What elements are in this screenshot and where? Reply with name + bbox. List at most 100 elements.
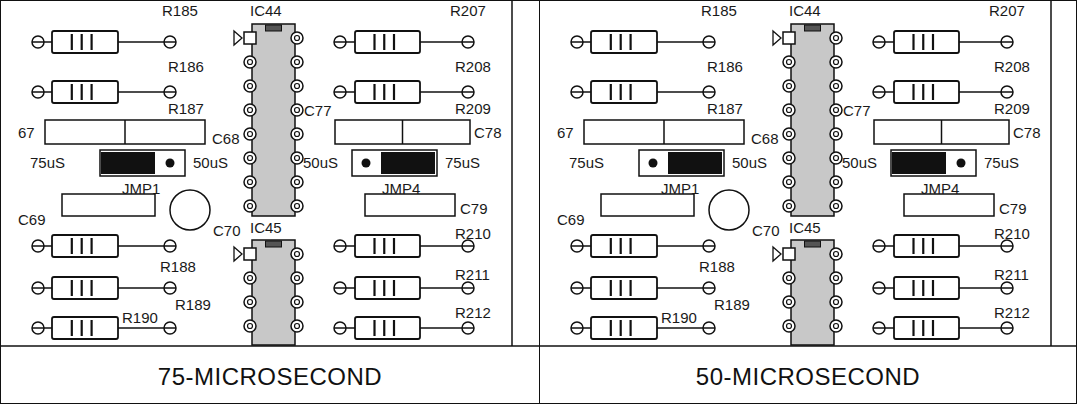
pin1-pad xyxy=(244,32,256,44)
ic-pin xyxy=(248,84,253,89)
capacitor-outline xyxy=(601,194,694,216)
ic-pin xyxy=(295,180,300,185)
resistor-band xyxy=(932,280,934,296)
ic-pin xyxy=(244,152,256,164)
ic-pin xyxy=(248,204,253,209)
resistor-label: R207 xyxy=(450,2,486,19)
jumper-label: JMP1 xyxy=(661,180,699,197)
resistor-band xyxy=(71,280,73,296)
resistor-band xyxy=(629,280,631,296)
solder-pad xyxy=(703,91,715,93)
solder-pad xyxy=(164,327,176,329)
ic-pin xyxy=(248,132,253,137)
solder-pad xyxy=(334,245,346,247)
ic-pin xyxy=(248,180,253,185)
capacitor-label: C78 xyxy=(474,124,502,141)
solder-pad xyxy=(703,240,715,252)
resistor-symbol xyxy=(355,235,420,257)
resistor-band xyxy=(610,280,612,296)
solder-pad xyxy=(164,240,176,252)
solder-pad xyxy=(873,41,885,43)
solder-pad xyxy=(571,282,583,294)
panel-caption: 50-MICROSECOND xyxy=(540,363,1076,391)
resistor-band xyxy=(629,320,631,336)
solder-pad xyxy=(164,245,176,247)
solder-pad xyxy=(462,245,474,247)
jumper-label: JMP1 xyxy=(122,180,160,197)
ic-pin xyxy=(295,132,300,137)
solder-pad xyxy=(334,240,346,252)
resistor-band xyxy=(81,34,83,50)
ic-pin xyxy=(291,32,303,44)
resistor-band xyxy=(373,238,375,254)
resistor-band xyxy=(610,34,612,50)
resistor-label: R212 xyxy=(455,304,491,321)
solder-pad xyxy=(703,36,715,48)
ic-pin xyxy=(291,104,303,116)
ic-body xyxy=(791,240,834,345)
ic-pin xyxy=(244,296,256,308)
ic-pin xyxy=(787,60,792,65)
jumper-label: JMP4 xyxy=(382,180,420,197)
ic-pin xyxy=(291,80,303,92)
capacitor-outline xyxy=(62,194,155,216)
resistor-band xyxy=(81,320,83,336)
resistor-band xyxy=(81,238,83,254)
resistor-label: R186 xyxy=(168,58,204,75)
ic-label: IC44 xyxy=(789,2,821,19)
capacitor-label: C79 xyxy=(460,200,488,217)
jumper-shunt xyxy=(892,152,946,174)
solder-pad xyxy=(1001,327,1013,329)
solder-pad xyxy=(1001,245,1013,247)
capacitor-label: 67 xyxy=(557,124,574,141)
ic-pin xyxy=(787,204,792,209)
solder-pad xyxy=(32,327,44,329)
ic-pin xyxy=(830,248,842,260)
capacitor-outline xyxy=(941,120,943,144)
resistor-label: R210 xyxy=(455,225,491,242)
resistor-symbol xyxy=(591,235,657,257)
board-edge xyxy=(511,0,513,346)
capacitor-outline xyxy=(335,120,470,144)
resistor-band xyxy=(90,280,92,296)
ic-pin xyxy=(295,324,300,329)
solder-pad xyxy=(334,41,346,43)
solder-pad xyxy=(164,36,176,48)
capacitor-label: C69 xyxy=(18,211,46,228)
resistor-band xyxy=(393,320,395,336)
resistor-band xyxy=(912,84,914,100)
capacitor-outline xyxy=(365,194,455,216)
jumper-pin xyxy=(957,159,966,168)
jumper-option: 75uS xyxy=(445,154,480,171)
solder-pad xyxy=(571,327,583,329)
ic-pin xyxy=(244,176,256,188)
solder-pad xyxy=(334,287,346,289)
resistor-label: R185 xyxy=(162,2,198,19)
solder-pad xyxy=(571,91,583,93)
ic-pin xyxy=(834,252,839,257)
resistor-label: R190 xyxy=(122,309,158,326)
solder-pad xyxy=(873,240,885,252)
ic-pin xyxy=(248,60,253,65)
resistor-band xyxy=(373,34,375,50)
resistor-label: R188 xyxy=(699,258,735,275)
jumper-label: JMP4 xyxy=(921,180,959,197)
solder-pad xyxy=(32,245,44,247)
ic-pin xyxy=(295,36,300,41)
jumper-option: 75uS xyxy=(984,154,1019,171)
ic-pin xyxy=(787,156,792,161)
solder-pad xyxy=(873,245,885,247)
jumper-option: 75uS xyxy=(30,154,65,171)
resistor-band xyxy=(932,238,934,254)
ic-pin xyxy=(830,176,842,188)
resistor-label: R189 xyxy=(714,296,750,313)
resistor-label: R212 xyxy=(994,304,1030,321)
ic-pin xyxy=(248,324,253,329)
solder-pad xyxy=(334,322,346,334)
ic-pin xyxy=(291,56,303,68)
resistor-label: R207 xyxy=(989,2,1025,19)
resistor-band xyxy=(90,34,92,50)
jumper-outline xyxy=(100,150,185,176)
resistor-band xyxy=(922,34,924,50)
capacitor-label: C68 xyxy=(751,130,779,147)
